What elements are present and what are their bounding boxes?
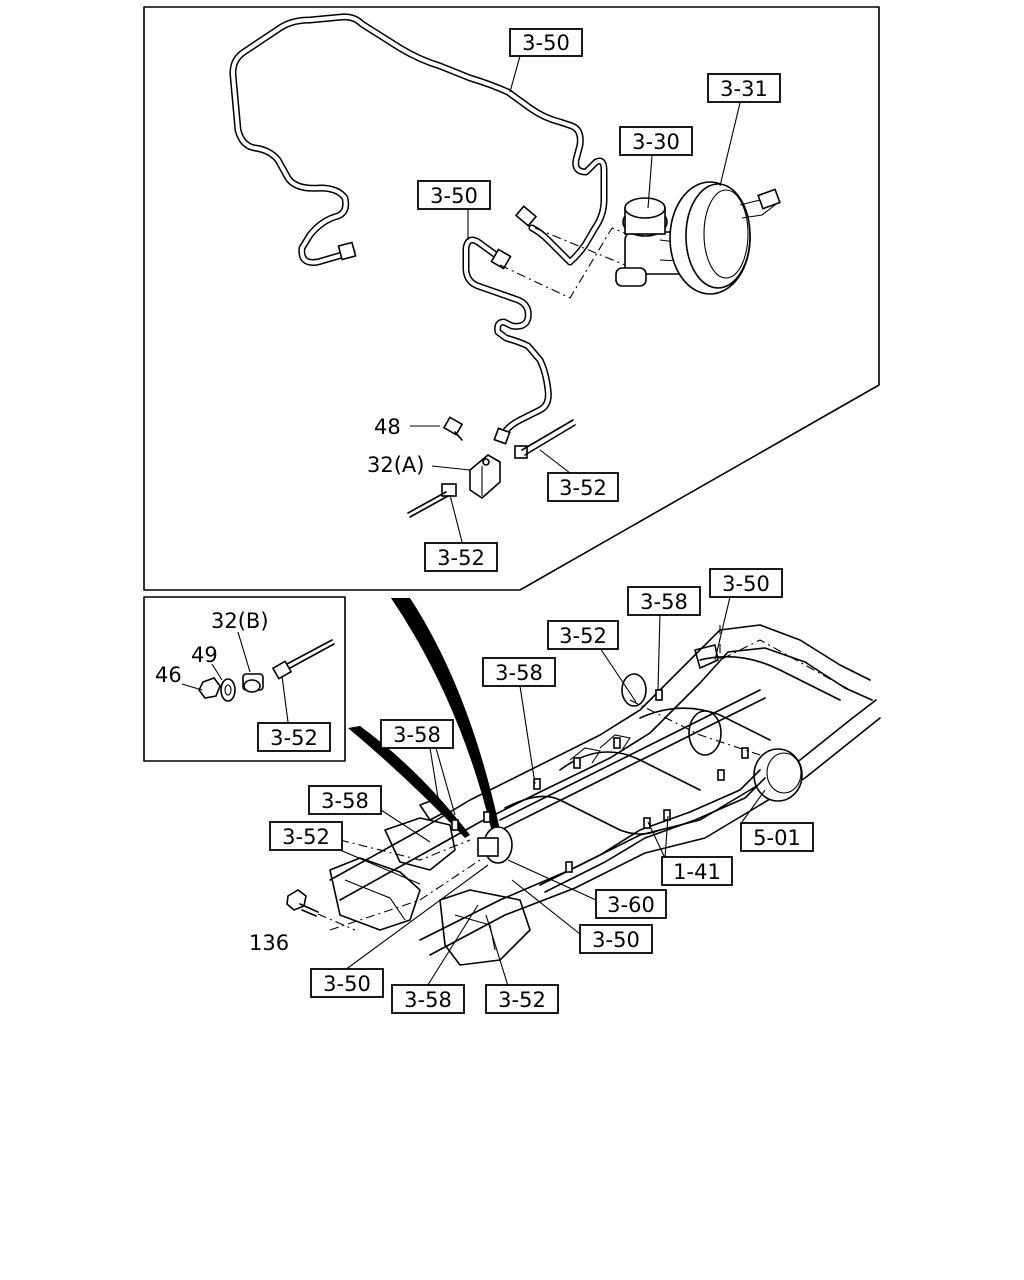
upper-detail-panel-border xyxy=(143,6,880,591)
callout-inset-46: 46 xyxy=(155,663,182,687)
callout-upper-331: 3-31 xyxy=(707,73,781,103)
svg-text:3-58: 3-58 xyxy=(640,590,688,614)
callout-upper-350-a: 3-50 xyxy=(509,28,583,57)
svg-text:3-50: 3-50 xyxy=(323,972,371,996)
inset-panel-border xyxy=(143,596,346,762)
callout-upper-330: 3-30 xyxy=(619,126,693,156)
callout-frame-358-mid: 3-58 xyxy=(482,657,556,687)
callout-frame-350-right: 3-50 xyxy=(579,924,653,954)
svg-text:3-52: 3-52 xyxy=(498,988,546,1012)
svg-text:3-58: 3-58 xyxy=(321,789,369,813)
svg-text:3-52: 3-52 xyxy=(282,825,330,849)
frame-leader-lines xyxy=(339,596,766,989)
chassis-frame xyxy=(329,624,881,966)
svg-text:3-31: 3-31 xyxy=(720,77,768,101)
callout-frame-358-bottom: 3-58 xyxy=(391,984,465,1014)
svg-text:3-52: 3-52 xyxy=(437,546,485,570)
svg-text:3-30: 3-30 xyxy=(632,130,680,154)
callout-upper-352-a: 3-52 xyxy=(547,472,619,502)
inset-parts xyxy=(181,631,335,723)
svg-text:3-50: 3-50 xyxy=(592,928,640,952)
callout-frame-358-left: 3-58 xyxy=(380,719,454,749)
callout-frame-360: 3-60 xyxy=(595,889,667,919)
upper-leader-lines xyxy=(410,55,741,543)
svg-text:1-41: 1-41 xyxy=(673,860,721,884)
brake-pipe-long xyxy=(229,13,608,266)
callout-frame-358-lower: 3-58 xyxy=(308,785,382,815)
callout-inset-352: 3-52 xyxy=(257,722,331,752)
callout-frame-352-top: 3-52 xyxy=(547,620,619,650)
callout-frame-350-top: 3-50 xyxy=(709,568,783,598)
svg-text:3-52: 3-52 xyxy=(559,476,607,500)
svg-text:5-01: 5-01 xyxy=(753,826,801,850)
callout-frame-352-bottom: 3-52 xyxy=(485,984,559,1014)
callout-inset-32b: 32(B) xyxy=(211,609,269,633)
svg-text:3-52: 3-52 xyxy=(270,726,318,750)
svg-text:3-50: 3-50 xyxy=(722,572,770,596)
svg-text:3-58: 3-58 xyxy=(495,661,543,685)
callout-upper-32a: 32(A) xyxy=(367,453,424,477)
svg-text:3-50: 3-50 xyxy=(430,184,478,208)
three-way-joint xyxy=(407,416,576,518)
callout-upper-350-b: 3-50 xyxy=(417,180,491,210)
callout-frame-501: 5-01 xyxy=(740,822,814,852)
brake-booster xyxy=(669,181,781,295)
callout-frame-141: 1-41 xyxy=(661,856,733,886)
svg-text:3-60: 3-60 xyxy=(607,893,655,917)
bolt-136 xyxy=(286,889,356,931)
callout-inset-49: 49 xyxy=(191,643,218,667)
magnification-wedge xyxy=(391,598,500,832)
alignment-line-2 xyxy=(499,227,631,299)
callout-upper-352-b: 3-52 xyxy=(424,542,498,572)
svg-text:3-58: 3-58 xyxy=(404,988,452,1012)
callout-frame-350-bottom: 3-50 xyxy=(310,968,384,998)
svg-text:3-52: 3-52 xyxy=(559,624,607,648)
callout-frame-352-left: 3-52 xyxy=(269,821,343,851)
svg-text:3-50: 3-50 xyxy=(522,31,570,55)
brake-pipe-lower xyxy=(462,236,552,445)
svg-text:3-58: 3-58 xyxy=(393,723,441,747)
callout-frame-136: 136 xyxy=(249,931,289,955)
callout-upper-48: 48 xyxy=(374,415,401,439)
callout-frame-358-top: 3-58 xyxy=(627,586,701,616)
alignment-line-1 xyxy=(534,227,626,266)
